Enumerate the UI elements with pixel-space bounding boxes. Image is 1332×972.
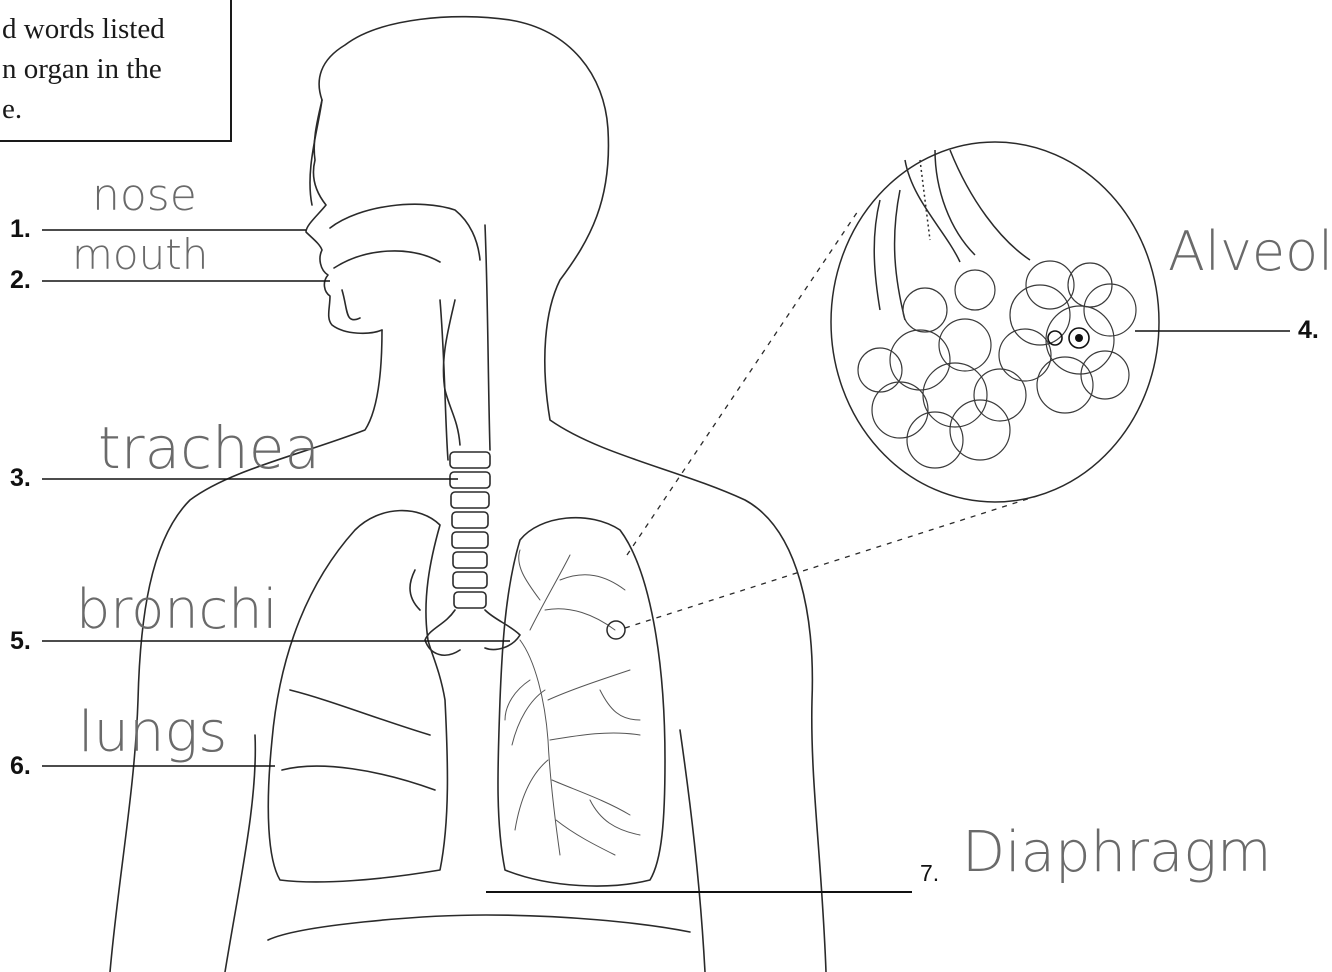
label-number-7: 7. — [920, 860, 939, 887]
bronchial-tree — [505, 550, 640, 855]
label-number-1: 1. — [10, 215, 31, 244]
answer-mouth: mouth — [72, 230, 208, 279]
label-number-2: 2. — [10, 266, 31, 295]
magnified-alveoli — [831, 142, 1159, 502]
alveolus-dot — [1075, 334, 1083, 342]
answer-alveoli: Alveoli — [1168, 220, 1332, 283]
label-number-4: 4. — [1298, 316, 1319, 345]
instruction-box: d words listed n organ in the e. — [0, 0, 232, 142]
instruction-line-1: d words listed — [2, 10, 165, 49]
alveoli-focus-circle — [607, 621, 625, 639]
left-lung-fissure-2 — [282, 766, 435, 790]
waist-line — [268, 915, 690, 940]
answer-bronchi: bronchi — [76, 578, 277, 641]
trachea-right-wall — [485, 225, 490, 450]
label-number-6: 6. — [10, 752, 31, 781]
right-arm-line — [680, 730, 705, 972]
left-arm-line — [225, 735, 255, 972]
left-lung-inner — [410, 570, 420, 610]
palate — [334, 251, 440, 268]
trachea-rings — [450, 452, 490, 608]
label-number-5: 5. — [10, 627, 31, 656]
right-lung — [498, 518, 665, 886]
label-number-3: 3. — [10, 464, 31, 493]
left-lung — [268, 511, 447, 882]
answer-trachea: trachea — [98, 414, 320, 482]
leader-lines — [42, 230, 1290, 892]
instruction-line-2: n organ in the — [2, 50, 162, 89]
instruction-line-3: e. — [2, 90, 22, 129]
answer-diaphragm: Diaphragm — [962, 820, 1272, 885]
answer-nose: nose — [92, 170, 197, 221]
throat — [342, 290, 360, 320]
answer-lungs: lungs — [78, 700, 227, 765]
left-lung-fissure-1 — [290, 690, 430, 735]
